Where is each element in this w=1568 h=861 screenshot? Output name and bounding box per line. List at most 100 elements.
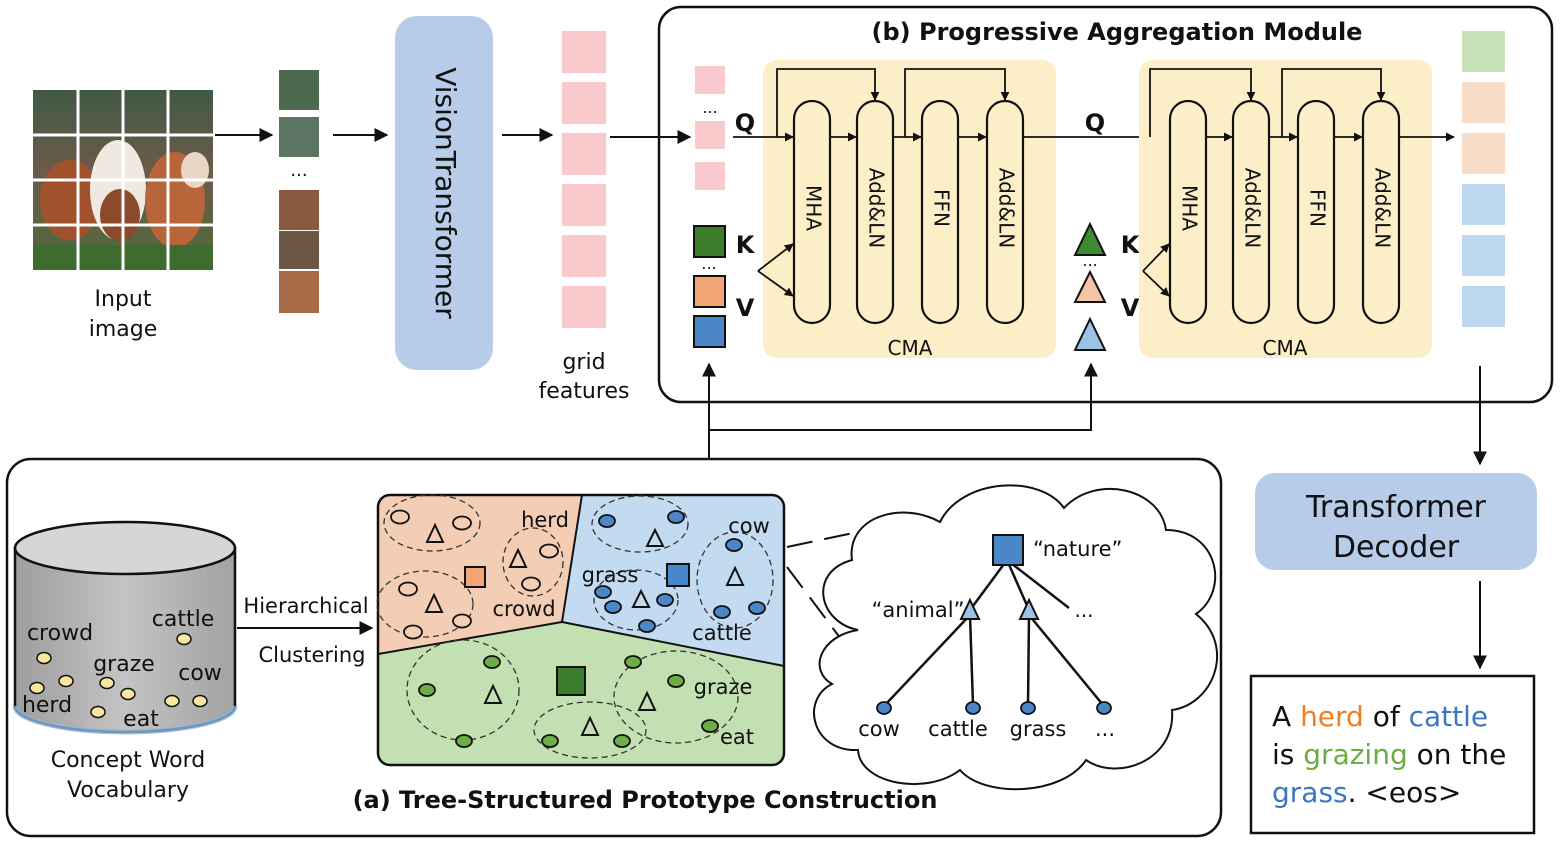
vocab-word-crowd: crowd — [27, 621, 93, 646]
pam-frame — [657, 5, 1554, 404]
vocab-label-2: Vocabulary — [67, 778, 189, 803]
grid-features-label-2: features — [539, 379, 630, 404]
region-word-eat: eat — [720, 725, 754, 749]
query-ellipsis: ... — [702, 98, 717, 117]
triangle-icon-blue — [1073, 316, 1107, 351]
input-image — [33, 90, 213, 270]
clustering-label-1: Hierarchical — [243, 594, 368, 618]
grid-features — [562, 31, 606, 328]
patch-ellipsis: ... — [290, 160, 307, 181]
blue-region-points — [594, 510, 766, 633]
mha-block-2 — [1168, 99, 1208, 325]
addln-label-2b: Add&LN — [1371, 168, 1395, 248]
caption-line-1: A herd of cattle — [1272, 700, 1488, 733]
tree-leaf-grass: grass — [1010, 717, 1067, 741]
green-region-triangles — [483, 683, 657, 736]
addln-label-1b: Add&LN — [995, 168, 1019, 248]
tree-module-frame — [5, 457, 1223, 838]
cma-label-1: CMA — [888, 336, 933, 360]
vocab-label-1: Concept Word — [51, 748, 206, 773]
addln-label-1a: Add&LN — [865, 168, 889, 248]
tree-root-node — [992, 534, 1024, 566]
orange-region-clusters — [376, 494, 564, 638]
vocab-word-herd: herd — [22, 693, 72, 718]
input-label-1: Input — [95, 287, 152, 312]
cma-1-layers — [792, 99, 1025, 325]
region-word-herd: herd — [521, 508, 569, 532]
tree-animal-node — [959, 597, 981, 620]
caption-line-2: is grazing on the — [1272, 738, 1506, 771]
input-label-2: image — [89, 317, 158, 342]
decoder-label-2: Decoder — [1333, 530, 1460, 565]
vocab-word-cattle: cattle — [152, 607, 214, 632]
orange-prototype-square — [464, 566, 486, 588]
caption-line-3: grass. <eos> — [1272, 776, 1461, 809]
vision-transformer-label: VisionTransformer — [429, 67, 462, 319]
concept-tree-edges — [884, 559, 1104, 706]
ffn-block-2 — [1296, 99, 1336, 325]
transformer-decoder-block — [1255, 473, 1537, 570]
tree-leaf-cattle: cattle — [928, 717, 988, 741]
blue-prototype-square — [666, 563, 690, 587]
addln-block-1a — [855, 99, 895, 325]
tree-animal-label: “animal” — [872, 598, 965, 622]
green-square-icon — [693, 225, 726, 258]
addln-label-2a: Add&LN — [1241, 168, 1265, 248]
patch-sequence — [279, 70, 319, 313]
region-word-graze: graze — [694, 675, 753, 699]
orange-region-triangles — [424, 522, 528, 613]
tree-second-node — [1018, 597, 1040, 620]
vocab-word-graze: graze — [93, 652, 155, 677]
grid-features-label-1: grid — [562, 350, 605, 375]
vocab-word-eat: eat — [123, 707, 159, 732]
q-label-2: Q — [1085, 109, 1105, 137]
ffn-label-2: FFN — [1306, 189, 1330, 227]
ffn-block-1 — [920, 99, 960, 325]
triangle-icon-peach — [1073, 269, 1107, 303]
tree-leaf-nodes — [876, 701, 1112, 715]
k-label-1: K — [736, 231, 756, 259]
pam-title: (b) Progressive Aggregation Module — [872, 18, 1363, 46]
addln-block-2a — [1231, 99, 1271, 325]
v-label-1: V — [736, 294, 755, 322]
tree-cloud — [813, 484, 1219, 791]
clustering-label-2: Clustering — [258, 643, 365, 667]
k-label-2: K — [1121, 231, 1141, 259]
ffn-label-1: FFN — [930, 189, 954, 227]
cma-label-2: CMA — [1263, 336, 1308, 360]
region-word-cow: cow — [728, 514, 770, 538]
tree-leaf-ellipsis: ... — [1095, 717, 1115, 741]
vision-transformer-block — [395, 16, 493, 370]
query-tokens — [695, 66, 725, 190]
orange-region-points — [390, 509, 559, 640]
mha-label-1: MHA — [802, 185, 826, 231]
triangle-icon-green — [1073, 221, 1107, 256]
vocab-dots — [29, 632, 208, 719]
blue-region-triangles — [631, 527, 745, 608]
peach-square-icon — [693, 275, 726, 308]
tree-root-label: “nature” — [1033, 537, 1122, 561]
addln-block-1b — [985, 99, 1025, 325]
region-word-grass: grass — [582, 563, 639, 587]
kv-ellipsis-mid: ... — [1082, 251, 1097, 270]
caption-box — [1249, 674, 1536, 835]
q-label-1: Q — [735, 109, 755, 137]
blue-region-clusters — [591, 495, 774, 631]
region-word-crowd: crowd — [492, 597, 555, 621]
decoder-label-1: Transformer — [1305, 490, 1487, 525]
kv-ellipsis-left: ... — [701, 254, 716, 273]
tree-leaf-cow: cow — [858, 717, 900, 741]
cma-2-layers — [1168, 99, 1401, 325]
v-label-2: V — [1121, 294, 1140, 322]
output-tokens — [1462, 31, 1505, 327]
patch-grid — [33, 90, 213, 270]
mha-block-1 — [792, 99, 832, 325]
region-word-cattle: cattle — [692, 621, 752, 645]
mha-label-2: MHA — [1178, 185, 1202, 231]
addln-block-2b — [1361, 99, 1401, 325]
vocab-word-cow: cow — [178, 661, 222, 686]
blue-square-icon — [693, 315, 726, 348]
green-prototype-square — [556, 666, 586, 696]
green-region-points — [418, 655, 719, 748]
